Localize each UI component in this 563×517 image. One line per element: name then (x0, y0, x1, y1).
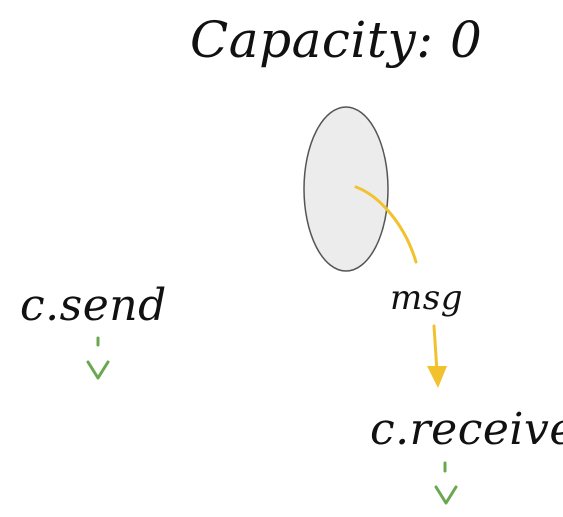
message-path (354, 185, 418, 264)
send-blocked-arrow (86, 336, 110, 380)
channel-buffer (303, 106, 389, 272)
receive-blocked-arrow (434, 461, 458, 505)
diagram-title: Capacity: 0 (190, 11, 483, 69)
message-arrow-head (427, 366, 447, 388)
receive-label: c.receive (370, 404, 563, 455)
send-label: c.send (20, 280, 167, 331)
message-arrow-shaft (432, 324, 439, 374)
message-label: msg (390, 278, 463, 318)
